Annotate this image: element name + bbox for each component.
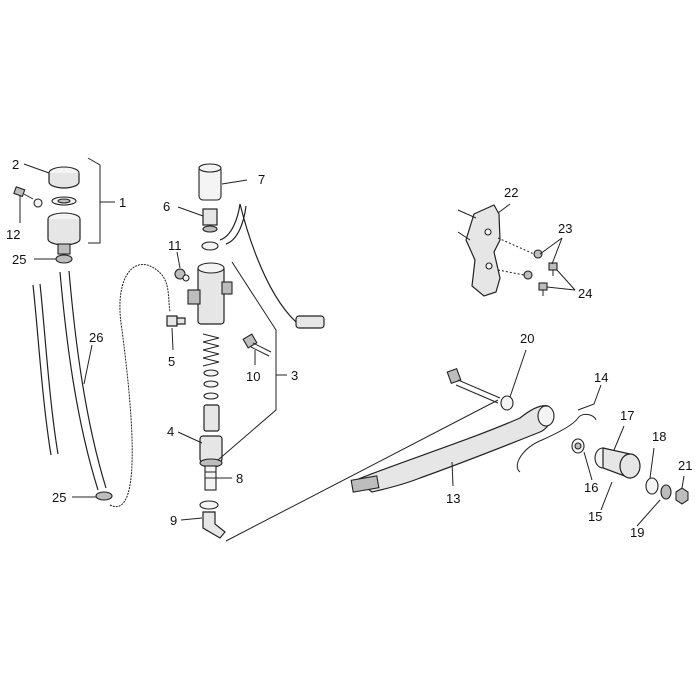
callout-6: 6: [163, 199, 170, 214]
pivot-washers: [645, 477, 672, 500]
bracket-nuts: [497, 237, 543, 280]
callout-7: 7: [258, 172, 265, 187]
callout-15: 15: [588, 509, 602, 524]
callout-24: 24: [578, 286, 592, 301]
callout-12: 12: [6, 227, 20, 242]
piston-assembly: [199, 404, 223, 468]
master-cylinder-cap: [198, 163, 222, 201]
callout-13: 13: [446, 491, 460, 506]
pivot-nut: [675, 487, 689, 505]
reservoir-hose: [32, 270, 107, 491]
banjo-fitting-top: [201, 208, 219, 251]
callout-8: 8: [236, 471, 243, 486]
callout-11: 11: [168, 238, 182, 253]
spring-washer: [571, 438, 585, 454]
bleed-screw: [174, 268, 190, 282]
hose-clamp-bottom: [95, 491, 113, 501]
reservoir-cap: [48, 166, 80, 189]
callout-3: 3: [291, 368, 298, 383]
reservoir-bolt: [13, 186, 43, 208]
brake-line: [219, 203, 325, 329]
callout-20: 20: [520, 331, 534, 346]
return-spring: [516, 413, 597, 473]
callout-9: 9: [170, 513, 177, 528]
leader-lines: [19, 157, 685, 527]
callout-5: 5: [168, 354, 175, 369]
callout-1: 1: [119, 195, 126, 210]
fluid-reservoir: [47, 212, 81, 255]
callout-10: 10: [246, 369, 260, 384]
callout-21: 21: [678, 458, 692, 473]
callout-19: 19: [630, 525, 644, 540]
pushrod: [204, 465, 217, 491]
callout-16: 16: [584, 480, 598, 495]
callout-17: 17: [620, 408, 634, 423]
pedal-linkage: [225, 399, 499, 542]
piston-washers: [203, 369, 219, 400]
callout-22: 22: [504, 185, 518, 200]
banjo-bolt: [242, 333, 272, 357]
bracket-bolts: [538, 262, 558, 296]
reservoir-seal: [51, 196, 77, 206]
callout-23: 23: [558, 221, 572, 236]
callout-4: 4: [167, 424, 174, 439]
callout-26: 26: [89, 330, 103, 345]
return-hose: [109, 264, 171, 508]
pedal-washer: [500, 395, 514, 411]
elbow-fitting: [166, 315, 186, 327]
pivot-bushing: [594, 447, 641, 479]
callout-labels: 1 2 3 4 5 6 7 8 9 10 11 12 13 14 15 16 1…: [6, 157, 692, 540]
pedal-bolt: [446, 367, 501, 404]
brake-pedal: [350, 405, 555, 493]
callout-14: 14: [594, 370, 608, 385]
hose-clamp-top: [55, 254, 73, 264]
callout-25-top: 25: [12, 252, 26, 267]
spring: [202, 333, 220, 367]
callout-2: 2: [12, 157, 19, 172]
callout-18: 18: [652, 429, 666, 444]
clevis: [199, 500, 226, 539]
callout-25-bottom: 25: [52, 490, 66, 505]
mounting-bracket: [457, 204, 501, 297]
master-cylinder-body: [187, 262, 233, 325]
